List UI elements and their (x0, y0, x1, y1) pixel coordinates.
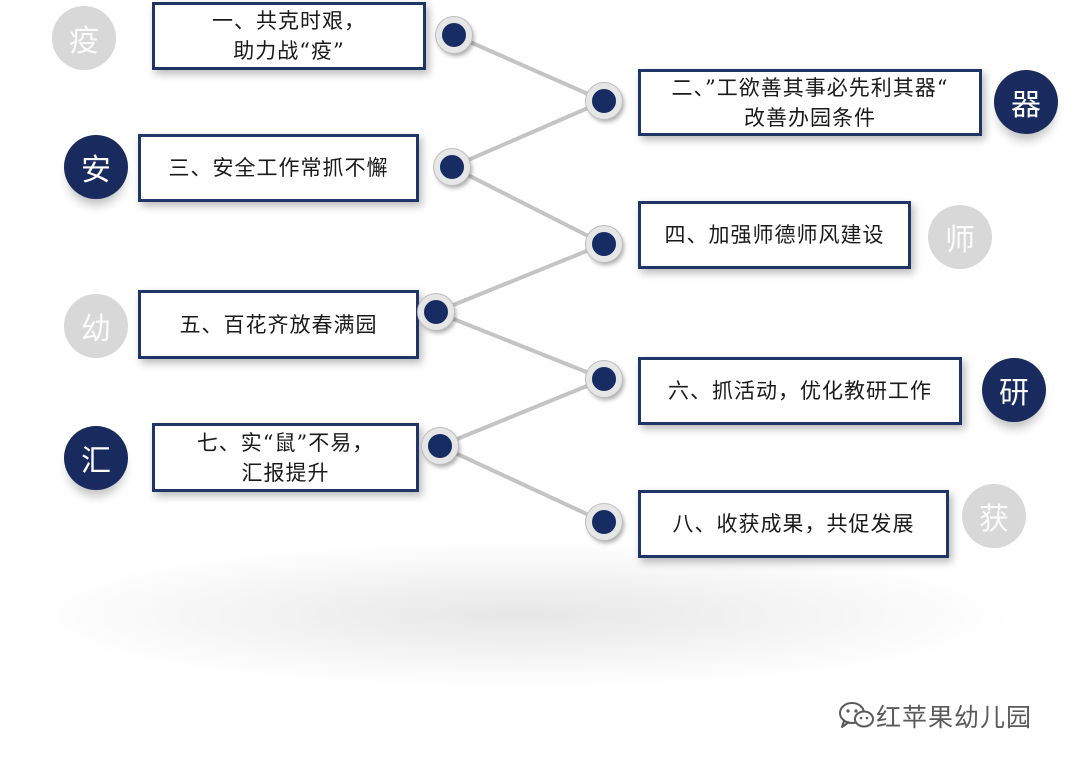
node-dot-3 (434, 149, 470, 185)
node-dot-7 (422, 428, 458, 464)
connector-1-2 (452, 33, 606, 103)
badge-shi: 师 (928, 205, 992, 269)
item-box-4: 四、加强师德师风建设 (638, 201, 911, 269)
badge-yi: 疫 (52, 6, 116, 70)
connector-7-8 (438, 444, 606, 524)
watermark-text: 红苹果幼儿园 (876, 703, 1033, 732)
node-dot-2 (586, 83, 622, 119)
connector-3-4 (450, 165, 606, 246)
badge-huo: 获 (962, 484, 1026, 548)
watermark: 红苹果幼儿园 (838, 698, 1032, 734)
node-dot-4 (586, 226, 622, 262)
item-box-5: 五、百花齐放春满园 (138, 290, 419, 359)
node-dot-1 (436, 17, 472, 53)
badge-hui: 汇 (64, 426, 128, 490)
wechat-icon (839, 702, 874, 728)
item-box-2: 二、”工欲善其事必先利其器“ 改善办园条件 (638, 69, 982, 136)
badge-qi: 器 (994, 70, 1058, 134)
node-dot-5 (418, 294, 454, 330)
item-box-3: 三、安全工作常抓不懈 (138, 134, 419, 202)
badge-yan: 研 (982, 358, 1046, 422)
node-dot-6 (586, 361, 622, 397)
connector-5-6 (434, 310, 606, 381)
item-box-7: 七、实“鼠”不易， 汇报提升 (152, 423, 419, 492)
connector-6-7 (438, 377, 606, 448)
background-haze (20, 540, 1020, 690)
item-box-8: 八、收获成果，共促发展 (638, 490, 949, 558)
badge-you: 幼 (64, 294, 128, 358)
connector-4-5 (434, 242, 606, 314)
item-box-6: 六、抓活动，优化教研工作 (638, 357, 962, 425)
connector-2-3 (450, 99, 606, 169)
item-box-1: 一、共克时艰， 助力战“疫” (152, 2, 426, 70)
node-dot-8 (586, 504, 622, 540)
badge-an: 安 (64, 135, 128, 199)
